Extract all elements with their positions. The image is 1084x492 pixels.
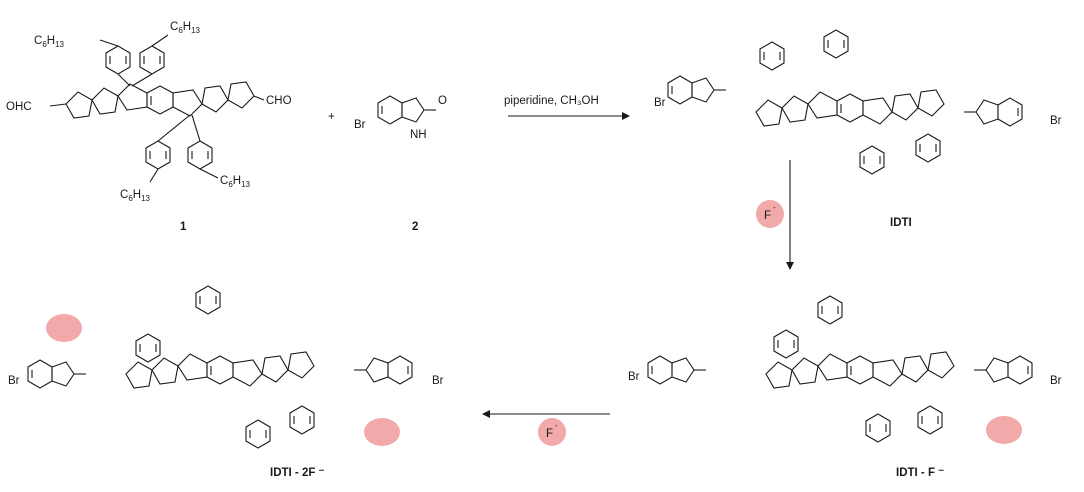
reaction-arrow-3: F - [482, 410, 610, 446]
br-label: Br [8, 375, 20, 387]
br-label: Br [654, 97, 666, 109]
compound-idti-f: Br Br IDTI - F ⁻ [628, 295, 1062, 479]
cho-label: CHO [266, 95, 292, 107]
ohc-label: OHC [6, 101, 32, 113]
compound-1: OHC CHO C6H13 C6H13 C6H13 C6H13 1 [6, 21, 292, 233]
br-label: Br [354, 119, 366, 131]
br-label: Br [628, 371, 640, 383]
compound-2-label: 2 [412, 221, 418, 233]
compound-idti-label: IDTI [890, 217, 912, 229]
compound-idti-2f: Br Br IDTI - 2F ⁻ [8, 285, 444, 479]
compound-idti-2f-label: IDTI - 2F ⁻ [270, 467, 325, 479]
o-label: O [438, 95, 447, 107]
br-label: Br [1050, 115, 1062, 127]
hexyl-label: C6H13 [120, 189, 151, 203]
compound-1-label: 1 [180, 221, 187, 233]
br-label: Br [1050, 375, 1062, 387]
reaction-arrow-2: F - [756, 160, 794, 270]
compound-2: Br O NH 2 [354, 95, 447, 233]
conditions-label: piperidine, CH₃OH [504, 95, 599, 107]
nh-label: NH [410, 129, 427, 141]
compound-idti-f-label: IDTI - F ⁻ [896, 467, 944, 479]
hf-highlight [364, 418, 400, 446]
fluoride-label: F [546, 428, 553, 440]
fluoride-highlight [538, 418, 566, 446]
compound-idti: Br Br IDTI [654, 29, 1062, 229]
reaction-arrow-1: piperidine, CH₃OH [504, 95, 630, 120]
fluoride-label: F [764, 210, 771, 222]
hexyl-label: C6H13 [170, 21, 201, 35]
hf-highlight [986, 416, 1022, 444]
fluoride-charge: - [555, 421, 558, 430]
hexyl-label: C6H13 [220, 175, 251, 189]
br-label: Br [432, 375, 444, 387]
fluoride-charge: - [773, 203, 776, 212]
fluoride-highlight [756, 200, 784, 228]
plus-sign: + [328, 111, 335, 123]
hf-highlight [46, 314, 82, 342]
hexyl-label: C6H13 [34, 35, 65, 49]
